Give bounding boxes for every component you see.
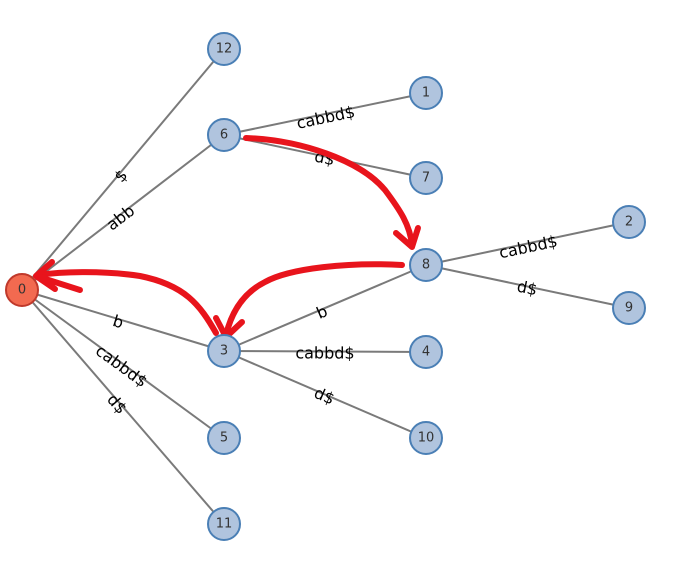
node-circle-4 bbox=[409, 335, 443, 369]
annotation-arrow-8-3 bbox=[223, 261, 405, 338]
edge-label-0-11: d$ bbox=[103, 390, 131, 418]
node-circle-7 bbox=[409, 161, 443, 195]
node-12: 12 bbox=[207, 32, 241, 66]
edge-6-7 bbox=[223, 134, 427, 179]
node-label-4: 4 bbox=[422, 345, 430, 360]
node-circle-0 bbox=[5, 273, 39, 307]
edge-6-1 bbox=[223, 92, 427, 136]
annotation-arrow-6-8 bbox=[243, 135, 415, 248]
node-10: 10 bbox=[409, 421, 443, 455]
node-6: 6 bbox=[207, 118, 241, 152]
node-4: 4 bbox=[409, 335, 443, 369]
edge-0-6 bbox=[21, 134, 225, 291]
node-label-3: 3 bbox=[220, 344, 228, 359]
node-1: 1 bbox=[409, 76, 443, 110]
node-label-10: 10 bbox=[418, 431, 435, 446]
node-circle-8 bbox=[409, 248, 443, 282]
node-7: 7 bbox=[409, 161, 443, 195]
edge-3-10 bbox=[223, 350, 427, 439]
node-circle-6 bbox=[207, 118, 241, 152]
nodes-layer: 0 12 6 1 7 8 2 9 3 4 10 5 11 bbox=[5, 32, 646, 541]
edge-label-3-8: b bbox=[314, 301, 331, 322]
edge-3-8 bbox=[223, 264, 427, 352]
edge-label-3-10: d$ bbox=[311, 383, 337, 408]
edge-label-0-5: cabbd$ bbox=[92, 341, 151, 391]
edge-8-2 bbox=[425, 221, 630, 266]
edge-0-5 bbox=[21, 289, 225, 439]
edge-0-3 bbox=[21, 289, 225, 352]
node-11: 11 bbox=[207, 507, 241, 541]
edge-label-3-4: cabbd$ bbox=[295, 343, 354, 362]
edge-8-9 bbox=[425, 264, 630, 309]
edge-0-11 bbox=[21, 289, 225, 525]
node-label-9: 9 bbox=[625, 301, 633, 316]
edges-layer bbox=[21, 48, 630, 525]
node-label-5: 5 bbox=[220, 431, 228, 446]
edge-label-0-12: $ bbox=[110, 166, 131, 186]
edge-3-4 bbox=[223, 350, 427, 353]
annotation-arrows-layer bbox=[33, 135, 421, 340]
node-label-12: 12 bbox=[216, 42, 233, 57]
node-label-6: 6 bbox=[220, 128, 228, 143]
node-9: 9 bbox=[612, 291, 646, 325]
node-label-11: 11 bbox=[216, 517, 233, 532]
annotation-arrow-3-0 bbox=[35, 269, 219, 336]
node-circle-3 bbox=[207, 334, 241, 368]
annotation-arrowhead-3-0 bbox=[33, 259, 83, 293]
edge-label-8-2: cabbd$ bbox=[497, 231, 559, 262]
node-label-2: 2 bbox=[625, 215, 633, 230]
node-circle-2 bbox=[612, 205, 646, 239]
node-circle-1 bbox=[409, 76, 443, 110]
node-label-0: 0 bbox=[18, 283, 26, 298]
node-circle-11 bbox=[207, 507, 241, 541]
node-3: 3 bbox=[207, 334, 241, 368]
node-circle-9 bbox=[612, 291, 646, 325]
node-5: 5 bbox=[207, 421, 241, 455]
node-8: 8 bbox=[409, 248, 443, 282]
node-label-8: 8 bbox=[422, 258, 430, 273]
node-0: 0 bbox=[5, 273, 39, 307]
node-circle-12 bbox=[207, 32, 241, 66]
node-label-7: 7 bbox=[422, 171, 430, 186]
annotation-arrowhead-6-8 bbox=[393, 225, 421, 250]
node-label-1: 1 bbox=[422, 86, 430, 101]
node-2: 2 bbox=[612, 205, 646, 239]
node-circle-10 bbox=[409, 421, 443, 455]
edge-label-6-1: cabbd$ bbox=[295, 102, 357, 133]
edge-label-8-9: d$ bbox=[515, 277, 539, 300]
node-circle-5 bbox=[207, 421, 241, 455]
edge-0-12 bbox=[21, 48, 225, 291]
